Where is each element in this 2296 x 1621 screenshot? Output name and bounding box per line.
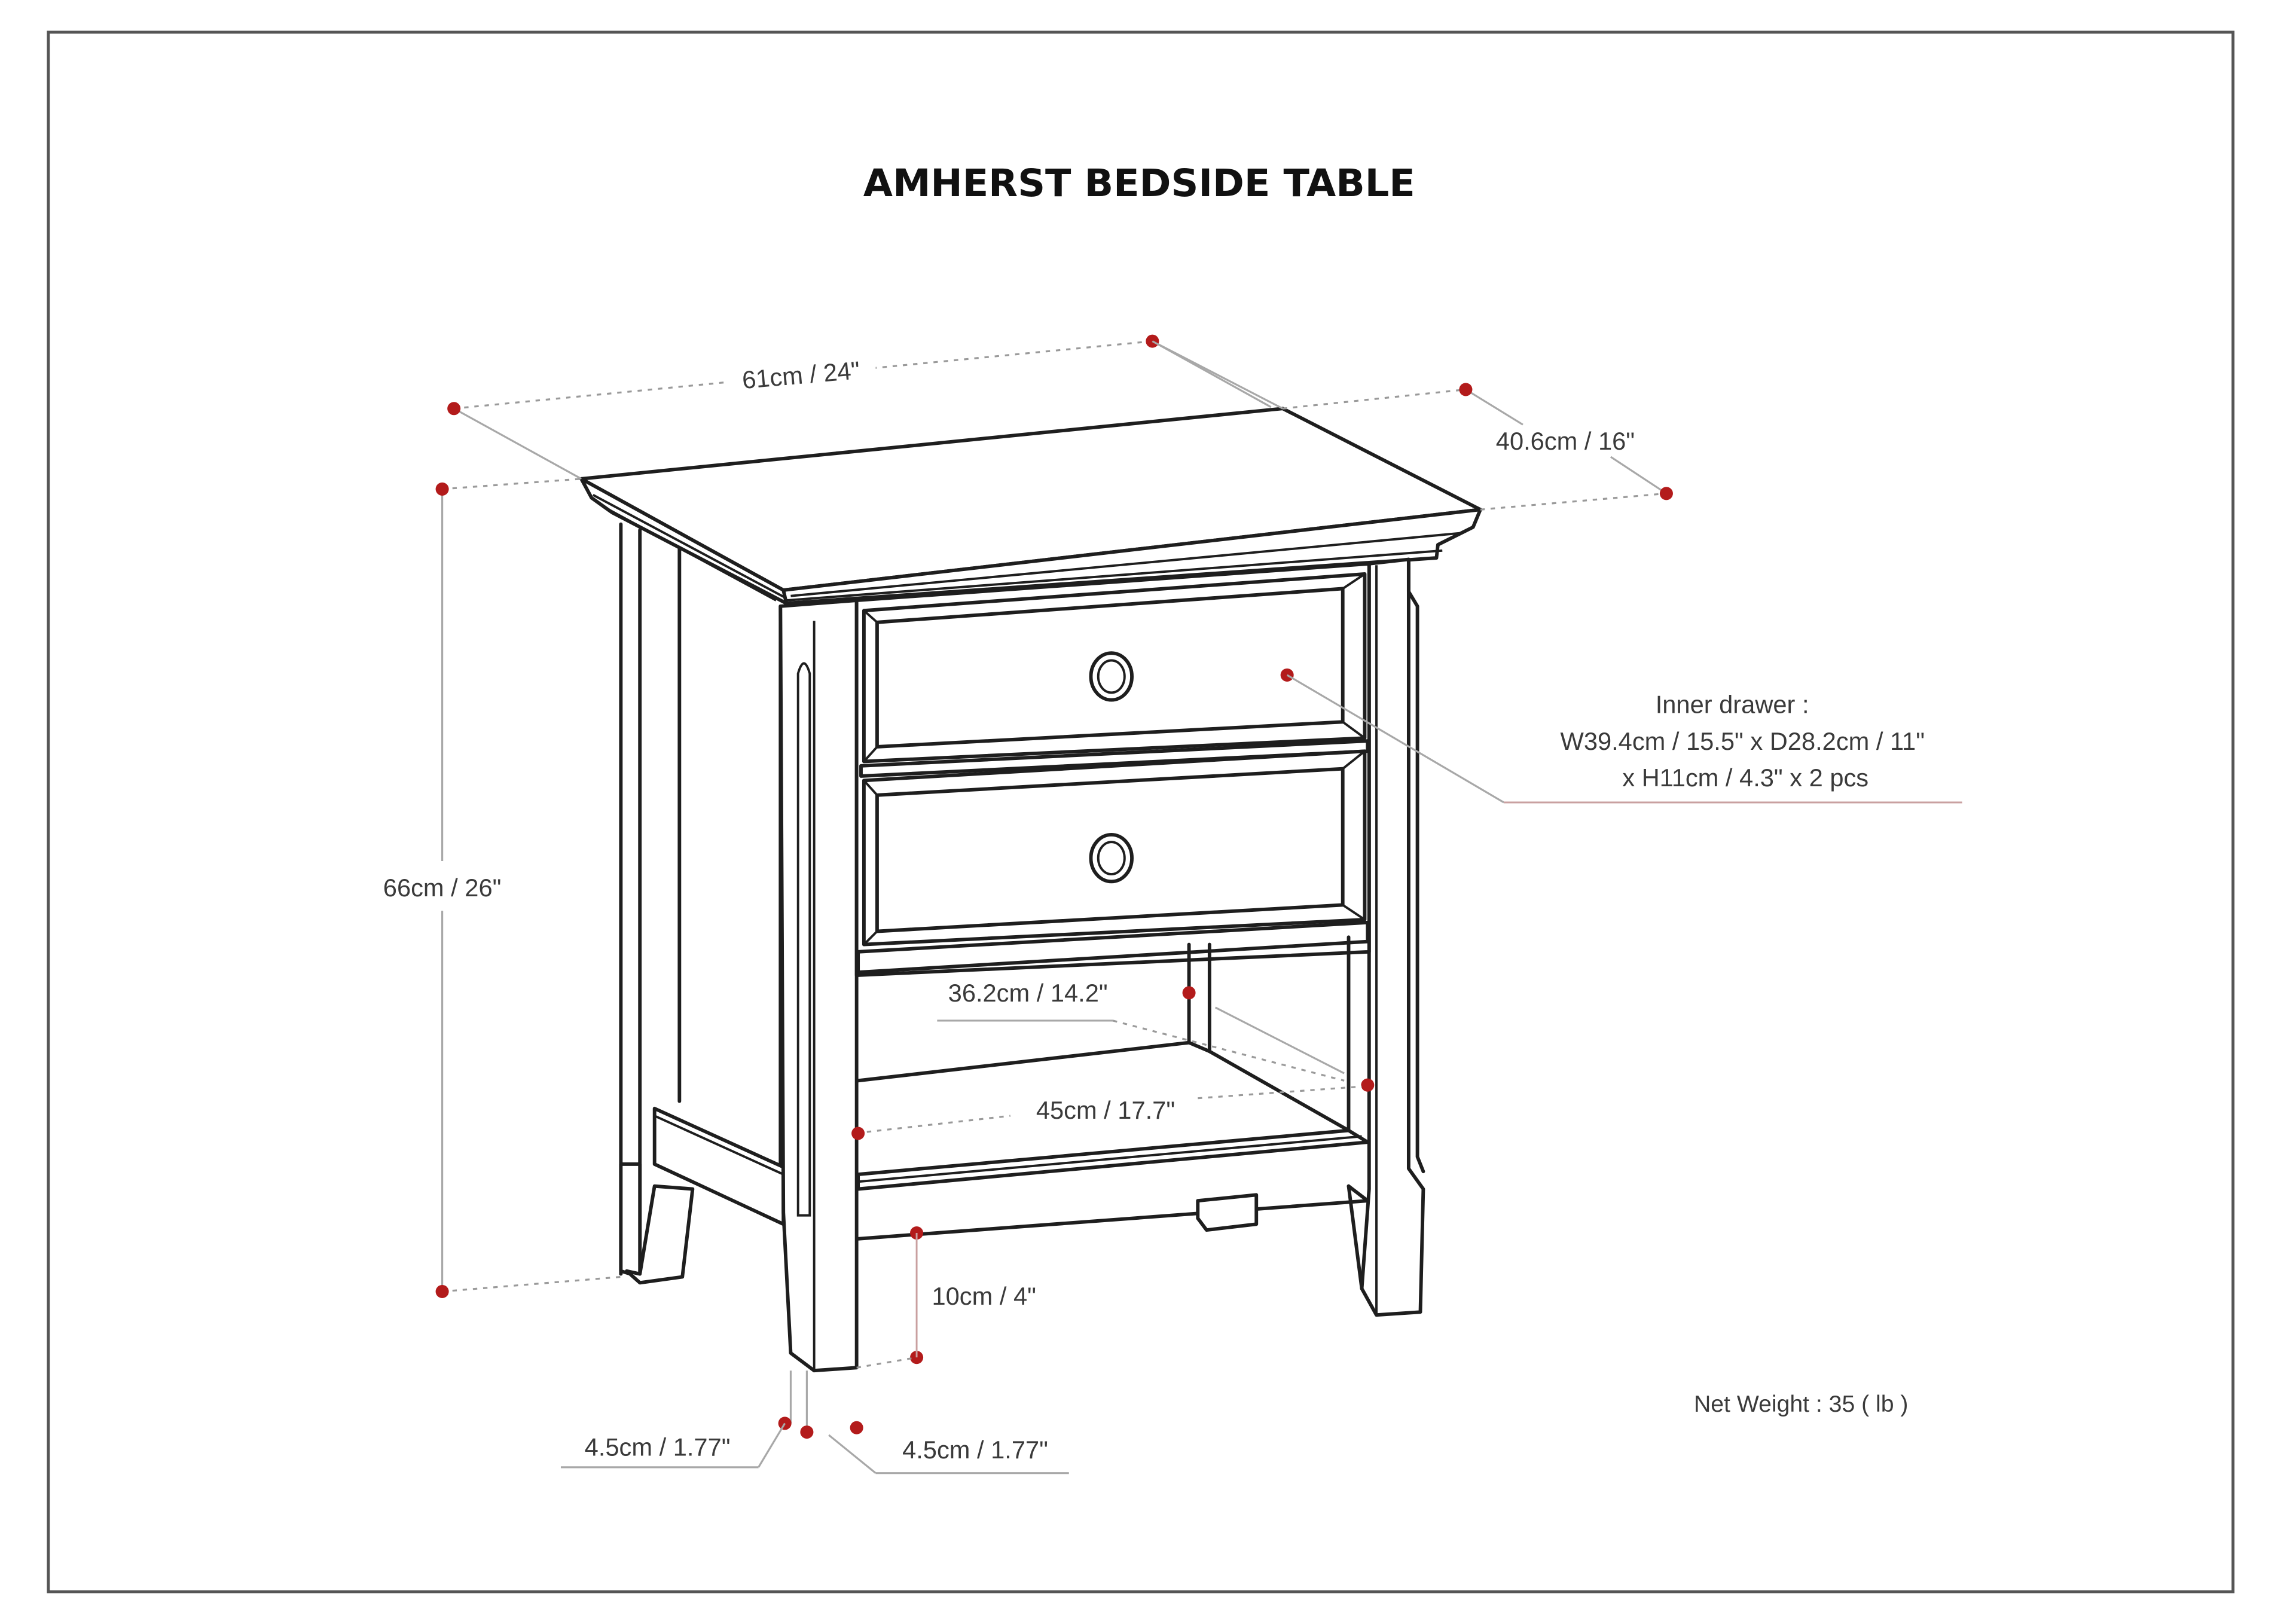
shelf-width-label: 45cm / 17.7" (1036, 1096, 1175, 1124)
marker-dot (1182, 986, 1196, 1000)
net-weight-label: Net Weight : 35 ( lb ) (1694, 1391, 1909, 1417)
upper-drawer[interactable] (862, 572, 1367, 764)
marker-dot (435, 482, 449, 496)
marker-dot (1459, 383, 1473, 396)
shelf-depth-label: 36.2cm / 14.2" (948, 979, 1108, 1007)
marker-dot (800, 1425, 814, 1439)
diagram-frame (47, 30, 2235, 1593)
open-shelf (856, 935, 1370, 1291)
marker-dot (435, 1284, 449, 1299)
front-left-leg (778, 599, 859, 1373)
drawer-bottom-rail (856, 920, 1370, 975)
leg-width-left-label: 4.5cm / 1.77" (585, 1433, 731, 1461)
inner-drawer-line1: W39.4cm / 15.5" x D28.2cm / 11" (1561, 727, 1925, 755)
lower-drawer[interactable] (862, 749, 1367, 947)
marker-dot (850, 1421, 863, 1434)
marker-dot (447, 402, 461, 416)
height-label: 66cm / 26" (383, 874, 502, 902)
depth-label: 40.6cm / 16" (1496, 427, 1635, 455)
marker-dot (778, 1417, 792, 1430)
marker-dot (851, 1127, 865, 1140)
inner-drawer-heading: Inner drawer : (1656, 691, 1809, 719)
diagram-title: AMHERST BEDSIDE TABLE (863, 161, 1415, 206)
leg-clearance-label: 10cm / 4" (932, 1282, 1036, 1310)
marker-dot (1659, 487, 1673, 500)
front-right-leg (1360, 557, 1425, 1317)
dimension-annotations: 61cm / 24" 40.6cm / 16" 66cm / 26" Inner… (383, 334, 1962, 1475)
round-knob-icon[interactable] (1089, 832, 1134, 884)
marker-dot (1361, 1078, 1375, 1092)
round-knob-icon[interactable] (1089, 651, 1134, 702)
inner-drawer-line2: x H11cm / 4.3" x 2 pcs (1622, 764, 1868, 792)
leg-width-right-label: 4.5cm / 1.77" (902, 1436, 1048, 1464)
bedside-table-drawing (579, 407, 1482, 1373)
